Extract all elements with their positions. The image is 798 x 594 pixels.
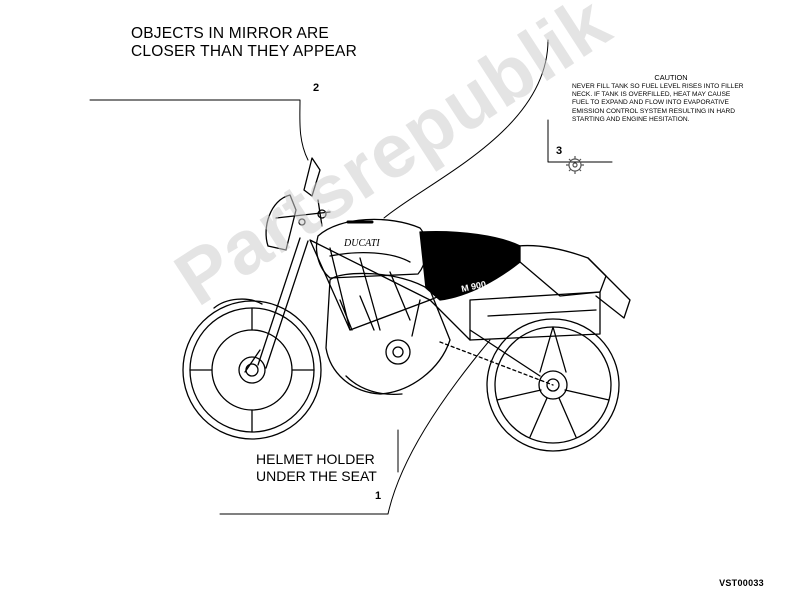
tank-logo: DUCATI bbox=[343, 238, 380, 249]
trellis-frame bbox=[309, 239, 521, 341]
mirror-warning-label: OBJECTS IN MIRROR ARE CLOSER THAN THEY A… bbox=[125, 24, 357, 68]
callout-2: 2 bbox=[313, 82, 320, 94]
exhaust-and-swingarm bbox=[439, 291, 601, 386]
leader-lines bbox=[89, 39, 613, 515]
caution-title: CAUTION bbox=[654, 73, 688, 82]
callout-3: 3 bbox=[556, 145, 563, 157]
engine bbox=[325, 272, 451, 396]
callout-1: 1 bbox=[375, 490, 382, 502]
caution-body: NEVER FILL TANK SO FUEL LEVEL RISES INTO… bbox=[572, 83, 744, 123]
reference-code: VST00033 bbox=[719, 578, 764, 588]
front-fork bbox=[213, 157, 331, 373]
fuel-caution-label: CAUTION NEVER FILL TANK SO FUEL LEVEL RI… bbox=[568, 72, 774, 144]
mirror-label-line-2: CLOSER THAN THEY APPEAR bbox=[131, 43, 357, 60]
helmet-label-line-1: HELMET HOLDER bbox=[256, 451, 375, 467]
front-wheel bbox=[182, 300, 322, 440]
helmet-holder-label: HELMET HOLDER UNDER THE SEAT bbox=[252, 449, 377, 489]
seat-and-tail bbox=[419, 230, 631, 319]
helmet-label-line-2: UNDER THE SEAT bbox=[256, 468, 377, 484]
mirror-label-line-1: OBJECTS IN MIRROR ARE bbox=[131, 25, 329, 42]
gear-icon bbox=[566, 156, 584, 174]
rear-wheel bbox=[486, 318, 620, 452]
